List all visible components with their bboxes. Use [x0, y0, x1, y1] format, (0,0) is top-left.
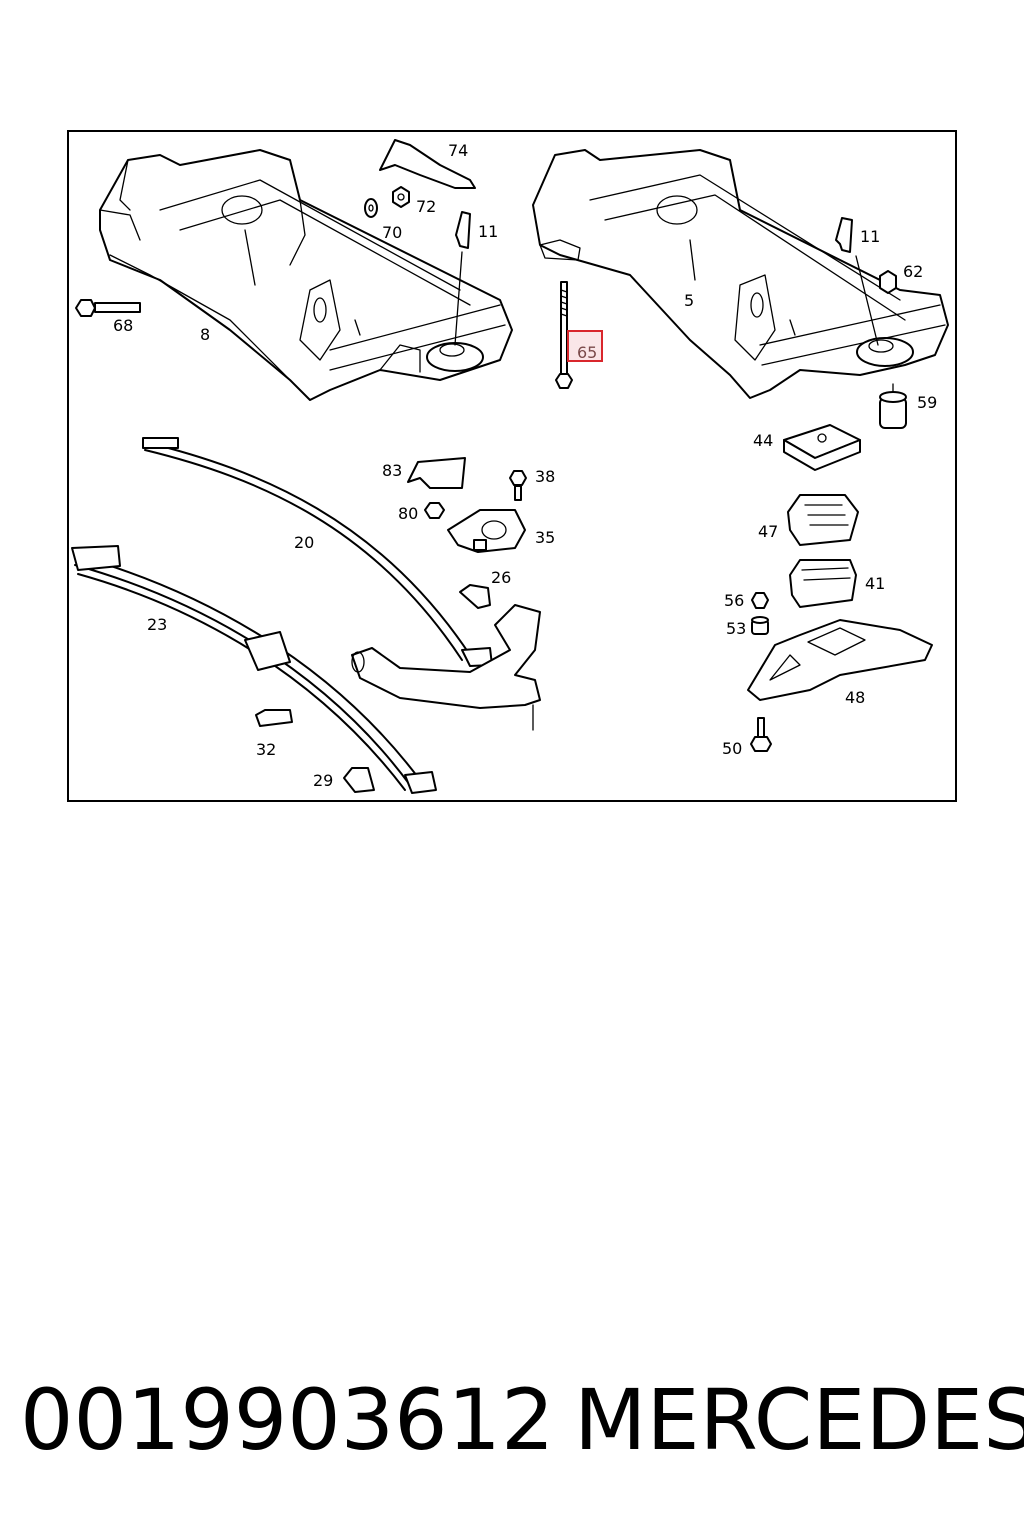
- label-72: 72: [416, 197, 436, 216]
- label-80: 80: [398, 504, 418, 523]
- subframe-left: [99, 149, 513, 401]
- nut-72: [392, 186, 410, 208]
- bolt-38: [509, 470, 527, 501]
- label-48: 48: [845, 688, 865, 707]
- bushing-53: [751, 616, 769, 635]
- label-8: 8: [200, 325, 210, 344]
- label-47: 47: [758, 522, 778, 541]
- label-20: 20: [294, 533, 314, 552]
- bolt-65: [555, 281, 573, 389]
- label-50: 50: [722, 739, 742, 758]
- label-68: 68: [113, 316, 133, 335]
- block-26: [459, 584, 491, 609]
- label-59: 59: [917, 393, 937, 412]
- leaf-spring-20: [142, 437, 493, 667]
- bracket-83: [407, 457, 466, 489]
- label-83: 83: [382, 461, 402, 480]
- label-53: 53: [726, 619, 746, 638]
- label-38: 38: [535, 467, 555, 486]
- label-44: 44: [753, 431, 773, 450]
- label-11-left: 11: [478, 222, 498, 241]
- label-26: 26: [491, 568, 511, 587]
- label-62: 62: [903, 262, 923, 281]
- nut-80: [424, 502, 445, 519]
- bumpstop-41: [789, 559, 857, 608]
- label-41: 41: [865, 574, 885, 593]
- label-29: 29: [313, 771, 333, 790]
- bumpstop-47: [787, 494, 859, 546]
- block-29: [343, 767, 375, 793]
- brand-name: MERCEDES: [574, 1371, 1024, 1469]
- buffer-59: [879, 383, 907, 429]
- washer-70: [364, 198, 378, 218]
- block-32: [255, 709, 293, 727]
- sensor-bracket-11-left: [455, 211, 471, 249]
- bracket-74: [379, 139, 476, 189]
- nut-56: [751, 592, 769, 609]
- label-70: 70: [382, 223, 402, 242]
- label-5: 5: [684, 291, 694, 310]
- label-35: 35: [535, 528, 555, 547]
- plate-48: [747, 619, 933, 701]
- label-56: 56: [724, 591, 744, 610]
- label-32: 32: [256, 740, 276, 759]
- highlight-box-65: [567, 330, 603, 362]
- part-number: 0019903612: [20, 1371, 555, 1469]
- label-74: 74: [448, 141, 468, 160]
- sensor-bracket-11-right: [835, 217, 853, 253]
- bolt-50: [750, 717, 772, 752]
- control-arm: [351, 604, 541, 731]
- nut-62: [879, 270, 897, 294]
- subframe-right: [532, 149, 949, 399]
- label-65: 65: [577, 343, 597, 362]
- leaf-spring-23: [71, 545, 437, 794]
- pad-44: [783, 424, 861, 471]
- label-11-right: 11: [860, 227, 880, 246]
- bolt-68: [75, 299, 141, 317]
- mount-35: [447, 509, 526, 553]
- label-23: 23: [147, 615, 167, 634]
